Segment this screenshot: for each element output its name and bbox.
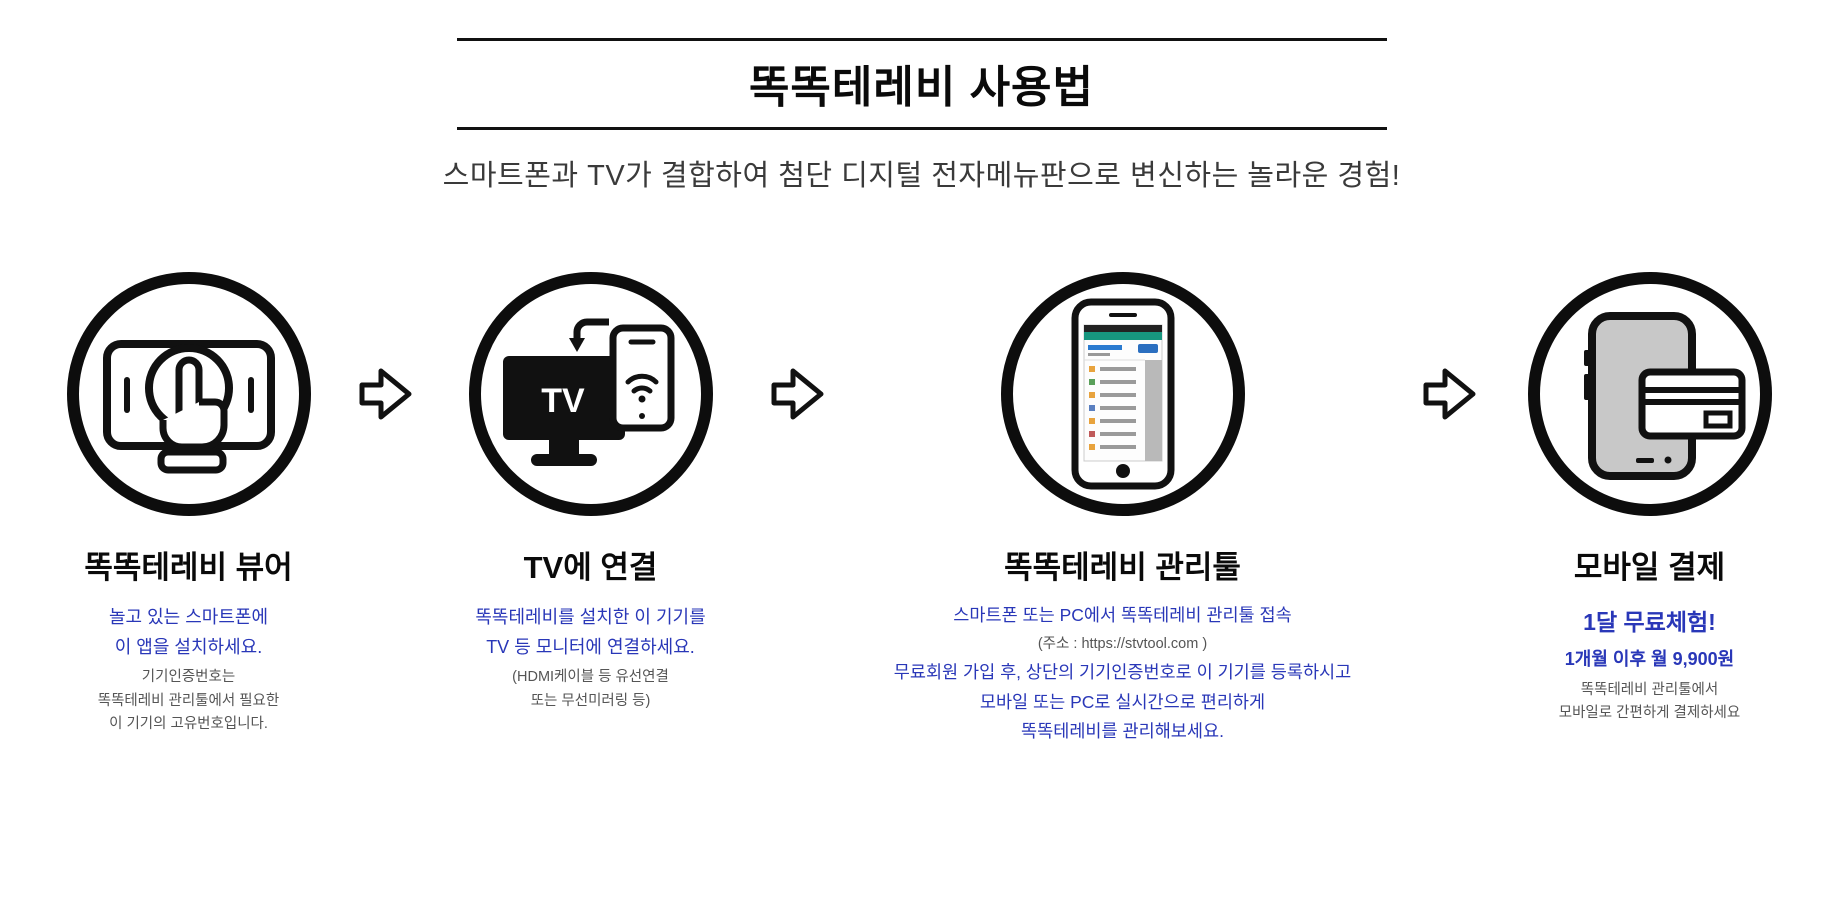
step3-desc-blue: 스마트폰 또는 PC에서 똑똑테레비 관리툴 접속 xyxy=(953,605,1292,625)
title-block: 똑똑테레비 사용법 xyxy=(456,38,1387,130)
title-rule-bottom xyxy=(456,127,1387,130)
step1-desc-gray: 기기인증번호는 똑똑테레비 관리툴에서 필요한 이 기기의 고유번호입니다. xyxy=(97,669,280,732)
management-tool-icon xyxy=(1071,298,1174,490)
step4-desc-gray: 똑똑테레비 관리툴에서 모바일로 간편하게 결제하세요 xyxy=(1558,681,1741,721)
step-mobile-payment: 모바일 결제 1달 무료체험! 1개월 이후 월 9,900원 똑똑테레비 관리… xyxy=(1485,272,1815,725)
step2-desc-blue: 똑똑테레비를 설치한 이 기기를 TV 등 모니터에 연결하세요. xyxy=(475,607,706,657)
step3-circle xyxy=(1000,272,1245,516)
mobile-payment-icon xyxy=(1583,312,1745,480)
step1-title: 똑똑테레비 뷰어 xyxy=(84,550,293,585)
steps-row: 똑똑테레비 뷰어 놀고 있는 스마트폰에 이 앱을 설치하세요. 기기인증번호는… xyxy=(0,272,1843,747)
step-viewer: 똑똑테레비 뷰어 놀고 있는 스마트폰에 이 앱을 설치하세요. 기기인증번호는… xyxy=(29,272,349,736)
step-management-tool: 똑똑테레비 관리툴 스마트폰 또는 PC에서 똑똑테레비 관리툴 접속 (주소 … xyxy=(833,272,1413,747)
page-title: 똑똑테레비 사용법 xyxy=(748,63,1095,112)
tv-connect-icon: TV xyxy=(502,318,674,466)
step3-url-text: (주소 : https://stvtool.com ) xyxy=(1037,635,1208,652)
tv-label: TV xyxy=(541,382,585,420)
arrow-icon xyxy=(355,364,415,424)
step3-desc-blue2: 무료회원 가입 후, 상단의 기기인증번호로 이 기기를 등록하시고 모바일 또… xyxy=(893,661,1352,742)
step2-desc-gray: (HDMI케이블 등 유선연결 또는 무선미러링 등) xyxy=(512,669,669,709)
step4-circle xyxy=(1527,272,1772,516)
step2-circle: TV xyxy=(468,272,713,516)
arrow-icon xyxy=(767,364,827,424)
step1-circle xyxy=(66,272,311,516)
arrow-icon xyxy=(1419,364,1479,424)
step3-title: 똑똑테레비 관리툴 xyxy=(1004,550,1241,585)
step4-price: 1개월 이후 월 9,900원 xyxy=(1564,649,1735,669)
step-tv-connect: TV TV에 연결 똑똑테레비를 설치한 이 기기를 TV 등 모니터에 연결하… xyxy=(421,272,761,713)
touch-tablet-icon xyxy=(102,340,275,474)
step1-desc-blue: 놀고 있는 스마트폰에 이 앱을 설치하세요. xyxy=(108,607,269,657)
title-rule-top xyxy=(456,38,1387,41)
subtitle: 스마트폰과 TV가 결합하여 첨단 디지털 전자메뉴판으로 변신하는 놀라운 경… xyxy=(442,160,1401,192)
step4-title: 모바일 결제 xyxy=(1573,550,1726,585)
step4-free-trial: 1달 무료체험! xyxy=(1583,609,1716,635)
step2-title: TV에 연결 xyxy=(523,550,658,585)
